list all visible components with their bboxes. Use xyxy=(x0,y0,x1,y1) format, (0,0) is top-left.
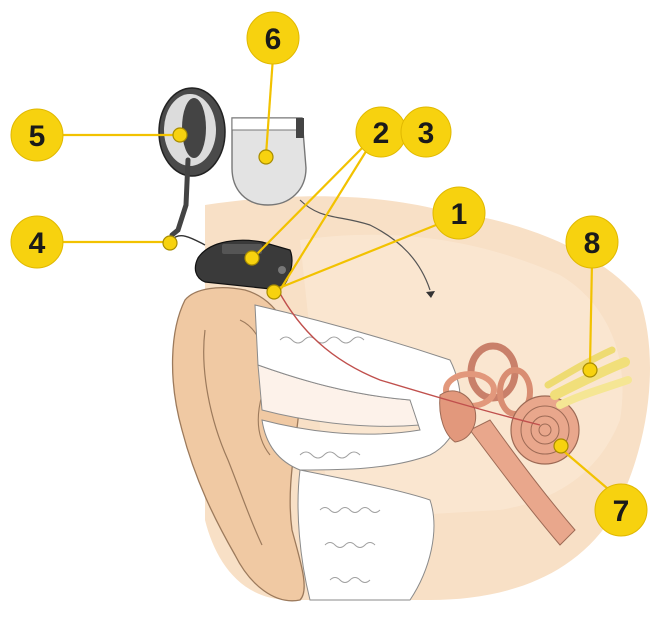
callout-label-6: 6 xyxy=(265,23,282,56)
marker-4 xyxy=(163,236,177,250)
marker-8 xyxy=(583,363,597,377)
marker-6 xyxy=(259,150,273,164)
callout-label-2: 2 xyxy=(373,117,390,150)
callout-label-3: 3 xyxy=(418,117,435,150)
callout-badge-4: 4 xyxy=(11,216,63,268)
marker-5 xyxy=(173,128,187,142)
callout-badge-3: 3 xyxy=(401,107,451,157)
callout-badge-1: 1 xyxy=(433,187,485,239)
callout-label-8: 8 xyxy=(584,227,601,260)
marker-1 xyxy=(267,285,281,299)
callout-label-7: 7 xyxy=(613,495,630,528)
callout-label-1: 1 xyxy=(451,198,468,231)
callout-badge-7: 7 xyxy=(595,484,647,536)
cochlea xyxy=(511,396,579,464)
callout-label-4: 4 xyxy=(29,227,46,260)
callout-badge-6: 6 xyxy=(247,12,299,64)
speech-processor xyxy=(195,240,292,290)
callout-badge-8: 8 xyxy=(566,216,618,268)
callout-badge-5: 5 xyxy=(11,109,63,161)
callout-label-5: 5 xyxy=(29,120,46,153)
callout-badge-2: 2 xyxy=(356,107,406,157)
marker-2-3 xyxy=(245,251,259,265)
marker-7 xyxy=(554,439,568,453)
